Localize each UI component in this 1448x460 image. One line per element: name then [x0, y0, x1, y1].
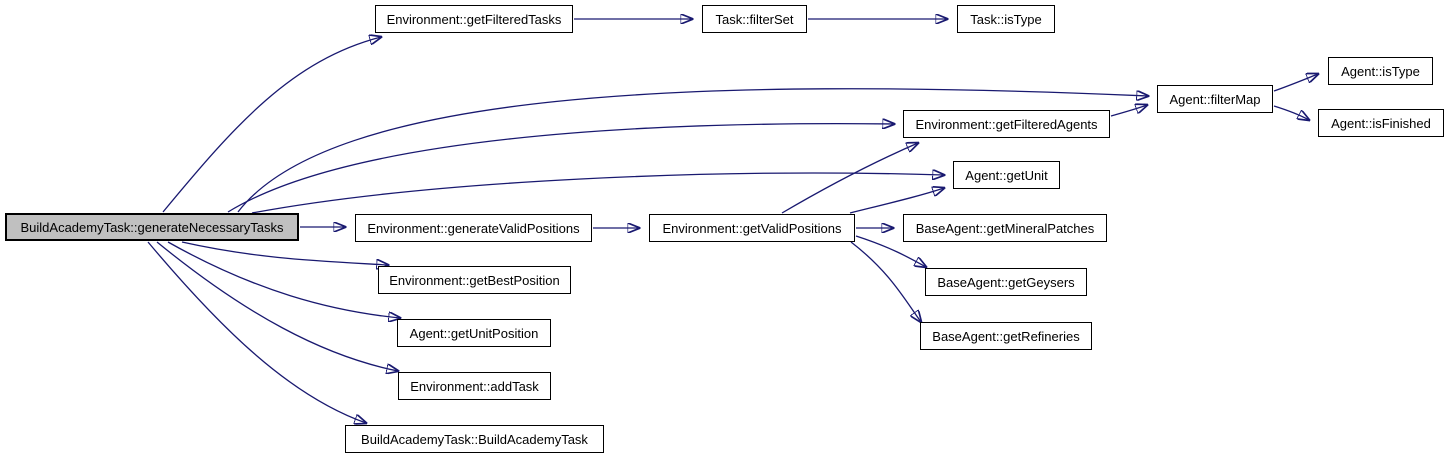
node-task-filter-set[interactable]: Task::filterSet: [702, 5, 807, 33]
edge-main-to-add-task: [156, 241, 398, 371]
node-get-filtered-agents[interactable]: Environment::getFilteredAgents: [903, 110, 1110, 138]
node-get-valid-positions[interactable]: Environment::getValidPositions: [649, 214, 855, 242]
node-get-filtered-tasks[interactable]: Environment::getFilteredTasks: [375, 5, 573, 33]
edge-filter-map-to-agent-is-finished: [1273, 105, 1309, 120]
edge-get-valid-to-refineries: [850, 241, 921, 322]
node-generate-valid-positions[interactable]: Environment::generateValidPositions: [355, 214, 592, 242]
node-generate-necessary-tasks: BuildAcademyTask::generateNecessaryTasks: [5, 213, 299, 241]
edge-main-to-agent-filter-map: [237, 88, 1148, 213]
edge-main-to-get-best-position: [181, 241, 388, 265]
node-task-is-type[interactable]: Task::isType: [957, 5, 1055, 33]
node-get-best-position[interactable]: Environment::getBestPosition: [378, 266, 571, 294]
node-agent-filter-map[interactable]: Agent::filterMap: [1157, 85, 1273, 113]
node-get-geysers[interactable]: BaseAgent::getGeysers: [925, 268, 1087, 296]
edge-main-to-agent-get-unit: [251, 173, 944, 214]
edge-main-to-get-unit-position: [167, 241, 400, 318]
node-agent-get-unit[interactable]: Agent::getUnit: [953, 161, 1060, 189]
edge-main-to-build-academy-task-ctor: [147, 241, 366, 423]
node-agent-is-type[interactable]: Agent::isType: [1328, 57, 1433, 85]
node-get-mineral-patches[interactable]: BaseAgent::getMineralPatches: [903, 214, 1107, 242]
node-agent-is-finished[interactable]: Agent::isFinished: [1318, 109, 1444, 137]
edge-get-filtered-agents-to-filter-map: [1110, 105, 1147, 117]
edge-main-to-get-filtered-tasks: [162, 37, 381, 213]
edge-get-valid-to-geysers: [855, 235, 926, 267]
node-build-academy-task-ctor[interactable]: BuildAcademyTask::BuildAcademyTask: [345, 425, 604, 453]
edge-get-valid-to-get-filtered-agents: [781, 143, 918, 214]
edge-main-to-get-filtered-agents: [227, 124, 894, 213]
edge-get-valid-to-agent-get-unit: [849, 188, 944, 214]
edge-filter-map-to-agent-is-type: [1273, 74, 1318, 92]
node-add-task[interactable]: Environment::addTask: [398, 372, 551, 400]
node-get-refineries[interactable]: BaseAgent::getRefineries: [920, 322, 1092, 350]
node-get-unit-position[interactable]: Agent::getUnitPosition: [397, 319, 551, 347]
